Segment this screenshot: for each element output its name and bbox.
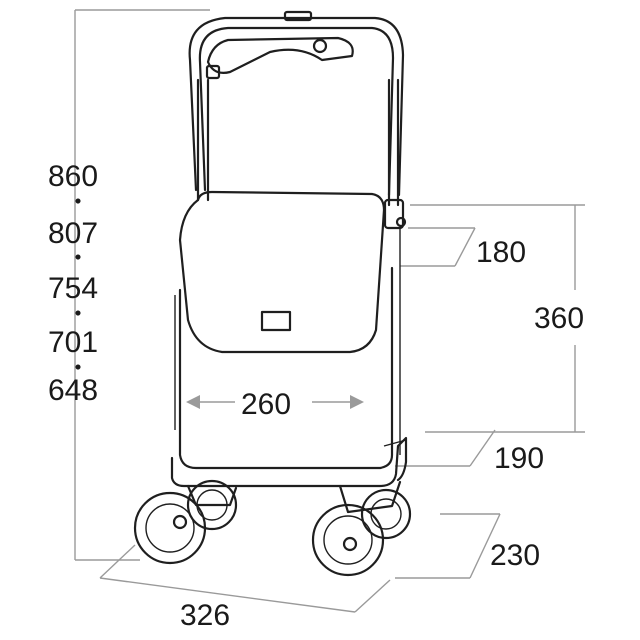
wheel-rim [196,489,228,521]
height-option-754: 754 [48,272,98,305]
handle-top-clip [283,10,313,22]
lever-joint [205,64,221,80]
bag-depth-label: 180 [476,236,526,269]
depth-190-diagonal [469,429,496,467]
height-option-648: 648 [48,374,98,407]
handle-frame-outer [188,16,405,197]
rear-axle-bracket [338,480,402,514]
height-labels: 860 ・ 807 ・ 754 ・ 701 ・ 648 [48,160,98,407]
width-326-left-ext [99,544,136,579]
hinge-knob-icon [395,216,407,228]
cart-illustration [133,10,412,577]
dimension-lines [74,9,585,613]
bag-lid [178,190,386,354]
wheel-rear-right [360,488,412,540]
height-separator: ・ [66,301,90,328]
wheel-front-left [133,491,207,565]
base-width-label: 326 [180,599,230,632]
base-rear-edge [383,439,407,447]
bag-width-label: 260 [241,388,291,421]
lever-pivot-icon [312,38,328,54]
height-separator: ・ [66,245,90,272]
base-depth-label: 230 [490,539,540,572]
cart-base [170,436,408,488]
wheel-hub [342,536,358,552]
bag-body [178,266,394,470]
wheel-rim [145,503,195,553]
height-option-807: 807 [48,217,98,250]
width-326-line [99,577,356,613]
arrow-right-icon [350,395,364,409]
front-axle-bracket [186,484,238,507]
height-option-701: 701 [48,326,98,359]
arrow-left-icon [186,395,200,409]
wheel-front-right [186,479,238,531]
wheel-rim [370,498,402,530]
wheel-icon [311,503,385,577]
handle-frame-inner [198,26,395,197]
depth-230-diagonal [469,513,501,579]
width-326-right-ext [354,579,391,613]
height-separator: ・ [66,355,90,382]
right-hinge [383,198,405,230]
height-separator: ・ [66,189,90,216]
depth-180-diagonal [454,227,476,267]
seat-depth-label: 190 [494,442,544,475]
name-tag [260,310,292,332]
wheel-rim [323,515,373,565]
height-option-860: 860 [48,160,98,193]
wheel-rear-left [311,503,385,577]
wheel-icon [360,488,412,540]
brake-lever [206,36,354,74]
bag-height-label: 360 [534,302,584,335]
wheel-hub [172,514,188,530]
wheel-icon [186,479,238,531]
